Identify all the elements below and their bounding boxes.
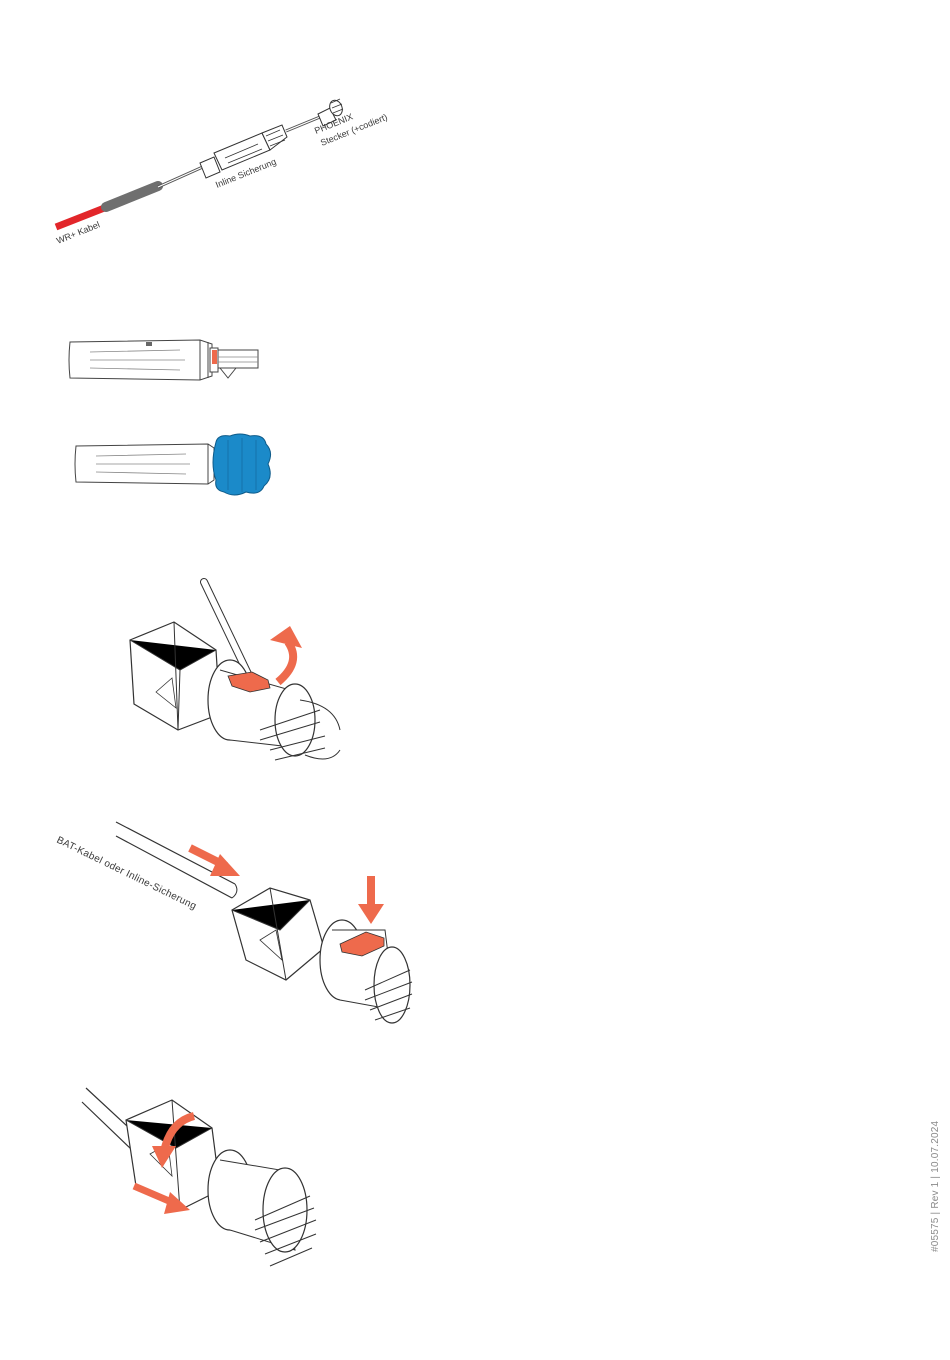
document-reference: #05575 | Rev 1 | 10.07.2024 — [930, 1121, 941, 1252]
label-bat-cable: BAT-Kabel oder Inline-Sicherung — [55, 835, 198, 912]
connector-uncapped-figure — [60, 330, 280, 390]
connector-capped-figure — [68, 430, 288, 500]
rotate-up-arrow — [278, 642, 293, 682]
unlock-clip-figure — [120, 580, 340, 770]
insert-cable-figure: BAT-Kabel oder Inline-Sicherung — [40, 820, 420, 1035]
blue-protective-cap — [213, 434, 271, 495]
tighten-nut-figure — [80, 1080, 330, 1295]
cable-assembly-figure: WR+ Kabel Inline Sicherung PHOENIX Steck… — [0, 0, 420, 260]
